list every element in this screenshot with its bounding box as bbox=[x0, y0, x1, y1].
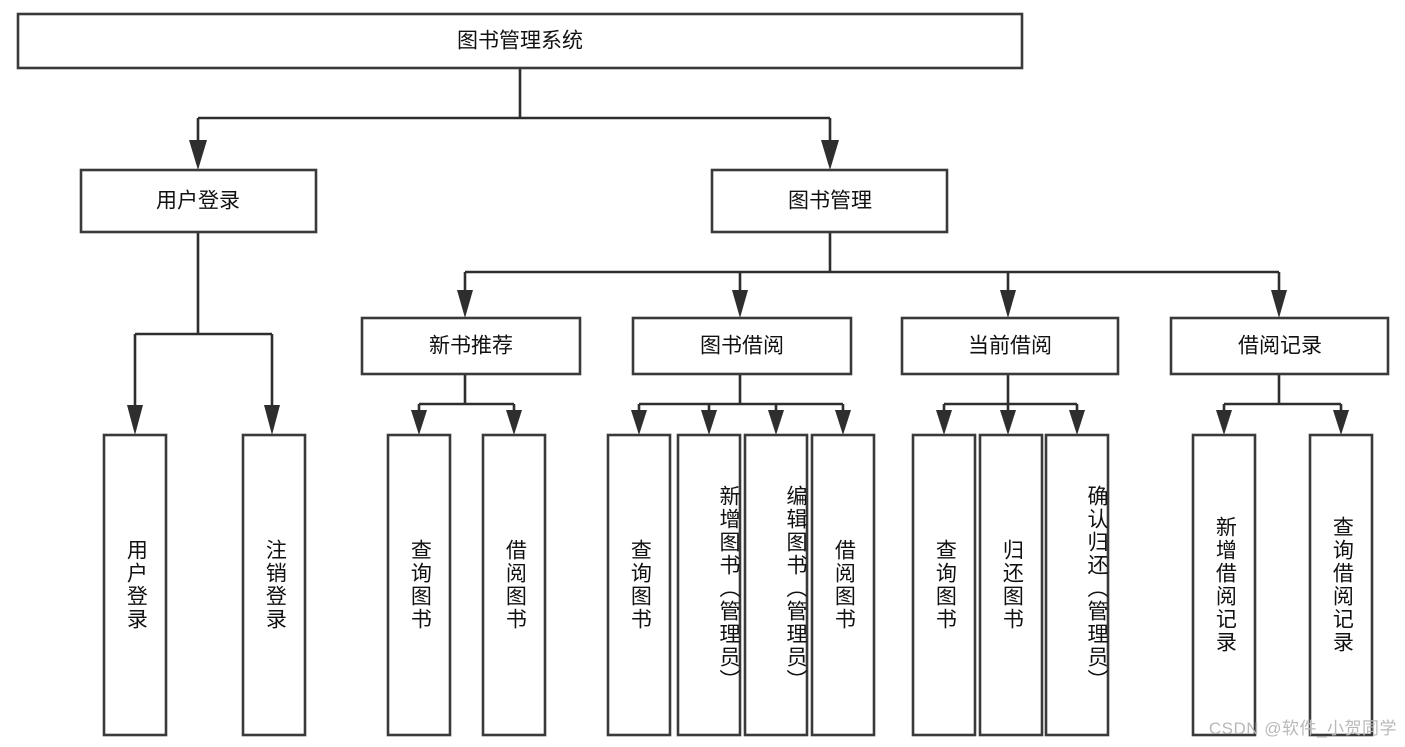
arrow-to-new-book-recommend bbox=[457, 290, 473, 318]
arrow-to-leaf-return-book bbox=[1000, 410, 1016, 435]
arrow-to-leaf-query-book-3 bbox=[936, 410, 952, 435]
node-book-management-box[interactable] bbox=[710, 168, 949, 234]
arrow-to-leaf-query-book-2 bbox=[631, 410, 647, 435]
node-book-management[interactable]: 图书管理 bbox=[710, 168, 949, 234]
node-new-book-recommend[interactable]: 新书推荐 bbox=[360, 316, 582, 376]
arrow-root-to-book-management bbox=[821, 140, 839, 170]
node-new-book-recommend-box[interactable] bbox=[360, 316, 582, 376]
arrow-to-leaf-confirm-return bbox=[1069, 410, 1085, 435]
node-book-management-label: 图书管理 bbox=[788, 190, 872, 213]
connectors-root bbox=[189, 68, 839, 170]
arrow-root-to-user-login bbox=[189, 140, 207, 170]
arrow-to-borrow-record bbox=[1271, 290, 1287, 318]
arrow-to-current-borrow bbox=[1000, 290, 1016, 318]
watermark-text: CSDN @软件_小贺同学 bbox=[1208, 719, 1397, 738]
arrow-to-leaf-borrow-book-2 bbox=[835, 410, 851, 435]
arrow-to-leaf-add-record bbox=[1216, 410, 1232, 435]
arrow-to-leaf-user-login bbox=[127, 405, 143, 435]
connectors-new-book-recommend bbox=[411, 374, 522, 435]
node-root-label: 图书管理系统 bbox=[457, 30, 583, 53]
node-user-login[interactable]: 用户登录 bbox=[79, 168, 318, 234]
arrow-to-leaf-edit-book bbox=[768, 410, 784, 435]
node-borrow-record-label: 借阅记录 bbox=[1238, 335, 1322, 358]
node-current-borrow[interactable]: 当前借阅 bbox=[900, 316, 1120, 376]
leaf-borrow-book-2-box[interactable] bbox=[810, 433, 876, 737]
arrow-to-leaf-borrow-book-1 bbox=[506, 410, 522, 435]
node-root-box[interactable] bbox=[16, 12, 1024, 70]
leaf-query-book-1-box[interactable] bbox=[386, 433, 452, 737]
connectors-book-borrow bbox=[631, 374, 851, 435]
node-current-borrow-label: 当前借阅 bbox=[968, 335, 1052, 358]
leaf-query-book-2-box[interactable] bbox=[606, 433, 672, 737]
arrow-to-leaf-query-record bbox=[1333, 410, 1349, 435]
leaf-borrow-book-1-box[interactable] bbox=[481, 433, 547, 737]
arrow-to-leaf-add-book bbox=[701, 410, 717, 435]
node-user-login-label: 用户登录 bbox=[156, 190, 240, 213]
arrow-to-book-borrow bbox=[732, 290, 748, 318]
leaf-logout-box[interactable] bbox=[241, 433, 307, 737]
leaf-edit-book-box[interactable] bbox=[743, 433, 809, 737]
arrow-to-leaf-logout bbox=[264, 405, 280, 435]
node-new-book-recommend-label: 新书推荐 bbox=[429, 335, 513, 358]
connectors-borrow-record bbox=[1216, 374, 1349, 435]
node-borrow-record-box[interactable] bbox=[1169, 316, 1390, 376]
leaf-user-login-box[interactable] bbox=[102, 433, 168, 737]
arrow-to-leaf-query-book-1 bbox=[411, 410, 427, 435]
node-current-borrow-box[interactable] bbox=[900, 316, 1120, 376]
node-user-login-box[interactable] bbox=[79, 168, 318, 234]
node-book-borrow-box[interactable] bbox=[631, 316, 853, 376]
leaf-boxes bbox=[102, 433, 1374, 737]
leaf-add-book-box[interactable] bbox=[676, 433, 742, 737]
connectors-user-login bbox=[127, 232, 280, 435]
node-root[interactable]: 图书管理系统 bbox=[16, 12, 1024, 70]
leaf-add-record-box[interactable] bbox=[1191, 433, 1257, 737]
leaf-return-book-box[interactable] bbox=[978, 433, 1044, 737]
connectors-book-management bbox=[457, 232, 1287, 318]
connectors-current-borrow bbox=[936, 374, 1085, 435]
leaf-query-book-3-box[interactable] bbox=[911, 433, 977, 737]
node-borrow-record[interactable]: 借阅记录 bbox=[1169, 316, 1390, 376]
node-book-borrow[interactable]: 图书借阅 bbox=[631, 316, 853, 376]
leaf-confirm-return-box[interactable] bbox=[1044, 433, 1110, 737]
node-book-borrow-label: 图书借阅 bbox=[700, 335, 784, 358]
leaf-query-record-box[interactable] bbox=[1308, 433, 1374, 737]
